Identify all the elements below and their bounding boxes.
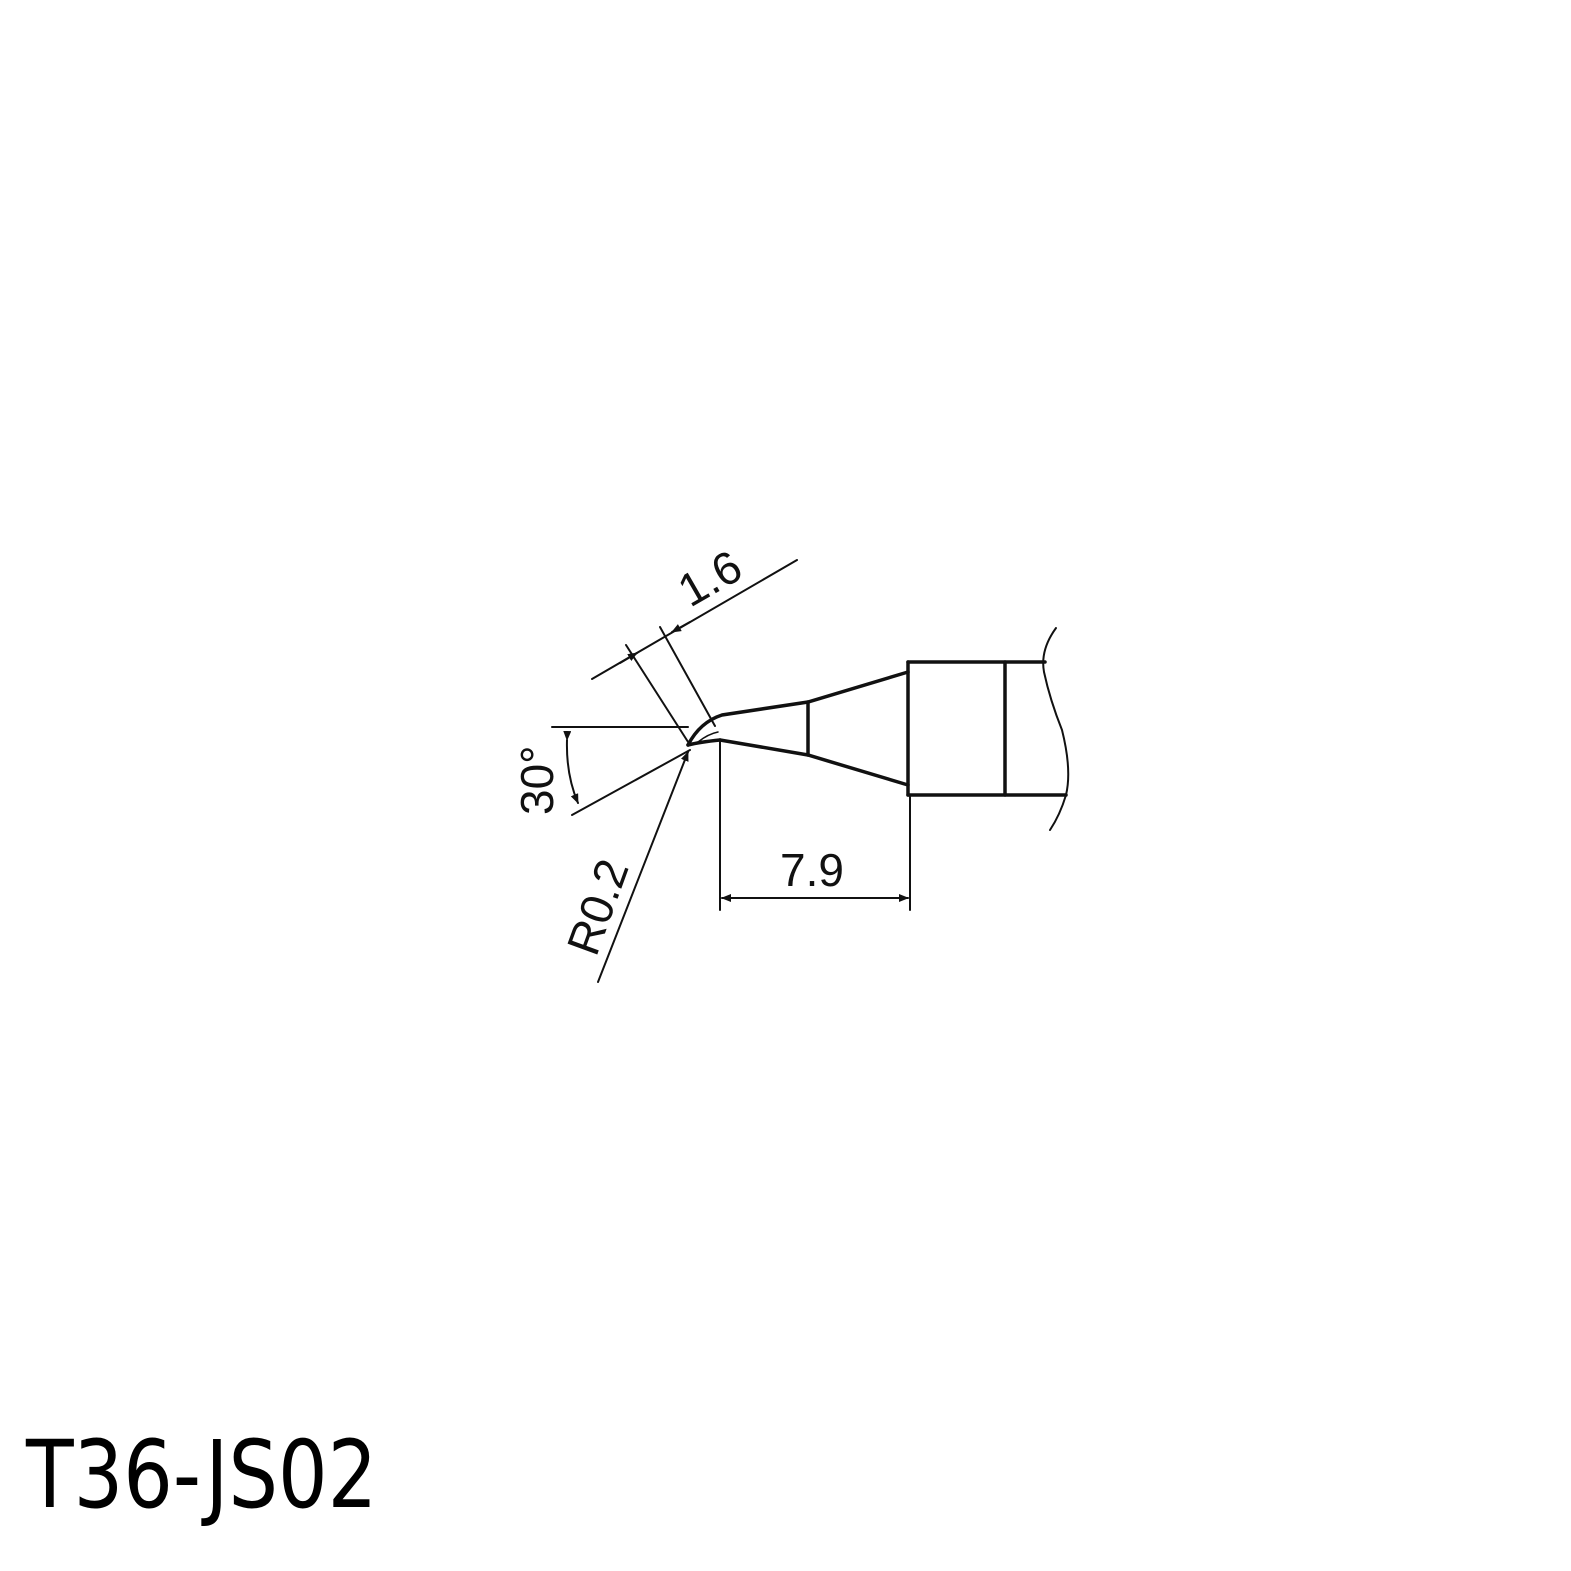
dimension-angle bbox=[551, 726, 691, 816]
label-radius: R0.2 bbox=[557, 852, 639, 961]
dimension-radius bbox=[597, 751, 689, 983]
model-number: T36-JS02 bbox=[26, 1421, 378, 1530]
dimension-taper-length bbox=[719, 741, 911, 911]
tip-outline bbox=[686, 660, 1068, 797]
label-angle: 30° bbox=[511, 745, 563, 815]
break-line bbox=[1042, 627, 1070, 831]
label-taper-length: 7.9 bbox=[780, 844, 844, 896]
label-face-width: 1.6 bbox=[669, 540, 750, 617]
tip-face-hatch bbox=[697, 731, 719, 743]
dimension-face-width bbox=[591, 559, 798, 746]
